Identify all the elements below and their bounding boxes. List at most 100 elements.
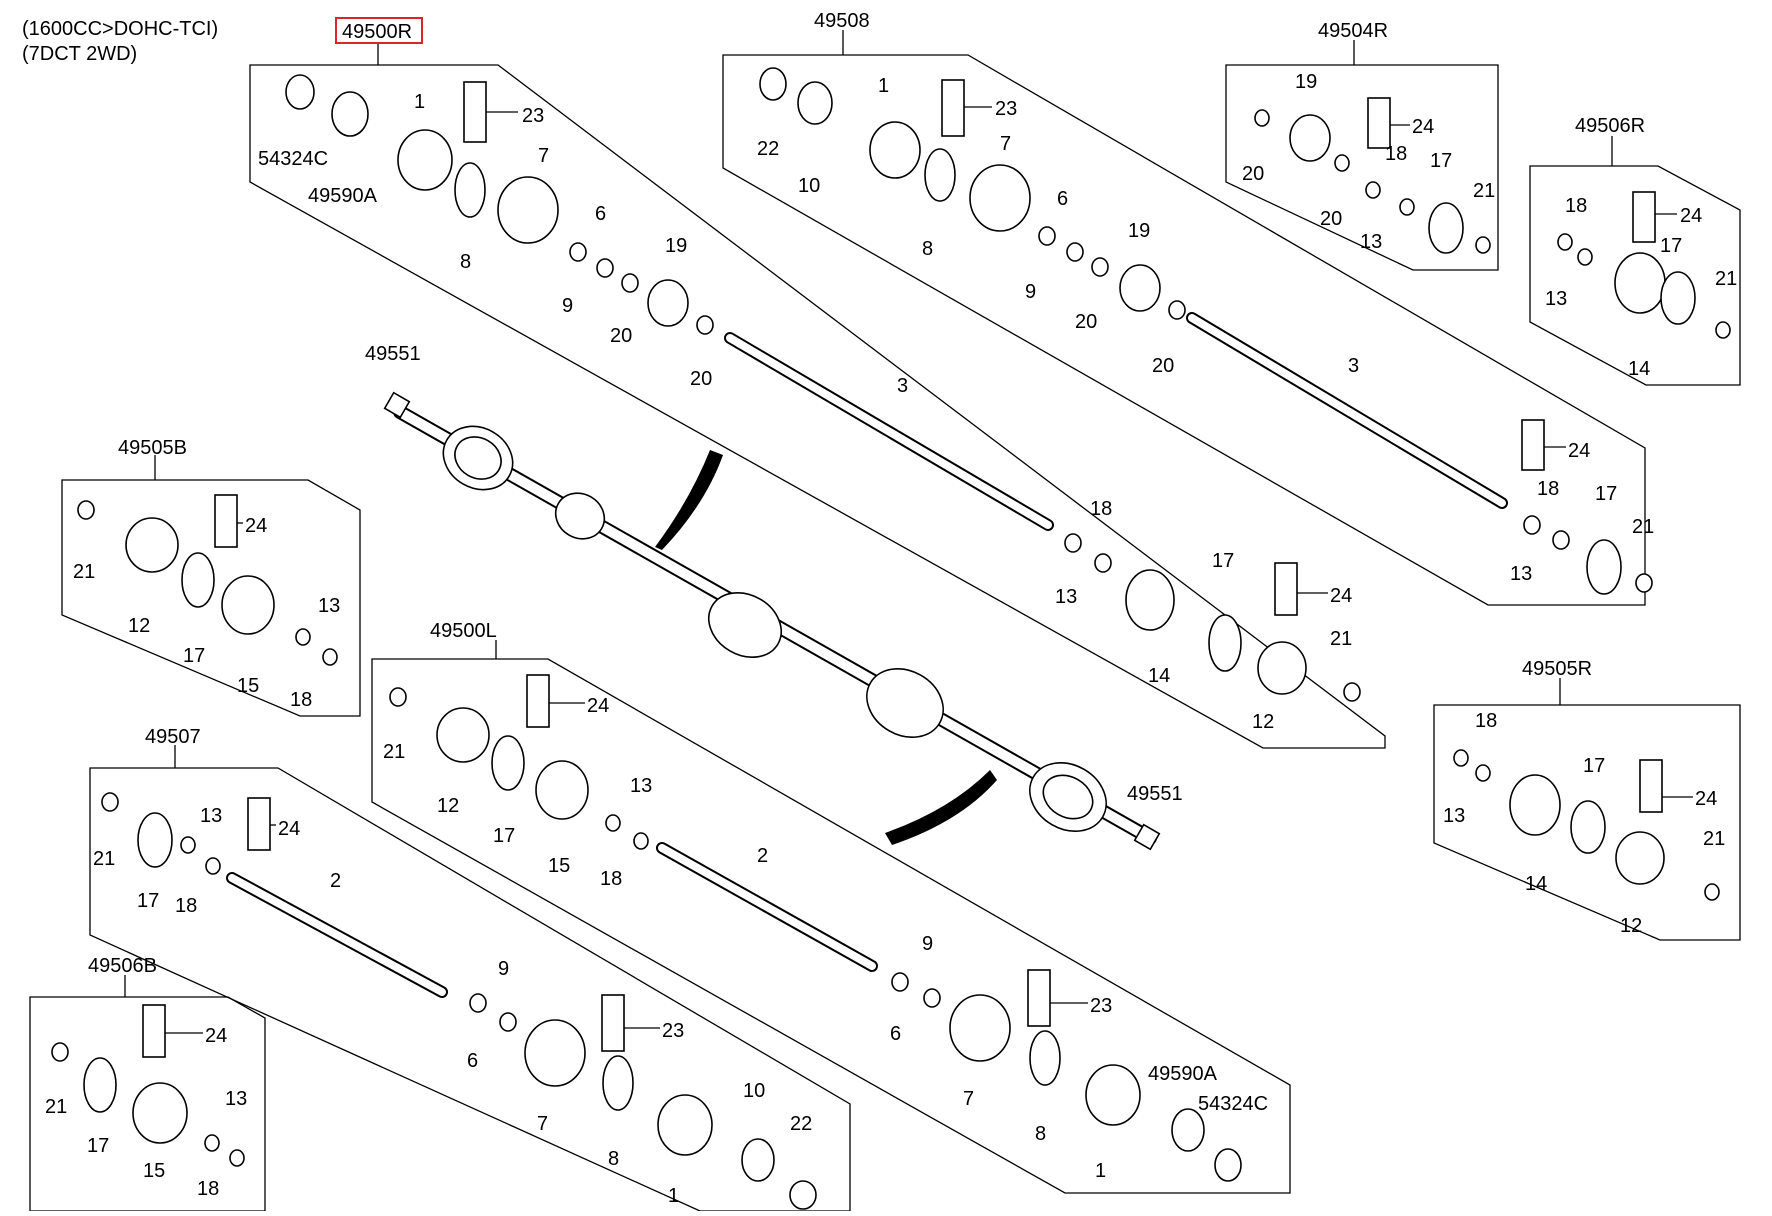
part-22-07[interactable]: 22 [790, 1113, 812, 1135]
part-10-07[interactable]: 10 [743, 1080, 765, 1102]
assembly-49506R[interactable]: 49506R [1575, 115, 1645, 137]
part-9-07[interactable]: 9 [498, 958, 509, 980]
assembly-49504R[interactable]: 49504R [1318, 20, 1388, 42]
part-3-r[interactable]: 3 [897, 375, 908, 397]
assembly-49507[interactable]: 49507 [145, 726, 201, 748]
part-2-07[interactable]: 2 [330, 870, 341, 892]
part-12-05B[interactable]: 12 [128, 615, 150, 637]
part-21-07[interactable]: 21 [93, 848, 115, 870]
part-13-06B[interactable]: 13 [225, 1088, 247, 1110]
part-18-05R[interactable]: 18 [1475, 710, 1497, 732]
part-17-06R[interactable]: 17 [1660, 235, 1682, 257]
assembly-49506B[interactable]: 49506B [88, 955, 157, 977]
part-14-06R[interactable]: 14 [1628, 358, 1650, 380]
part-14-05R[interactable]: 14 [1525, 873, 1547, 895]
part-8-07[interactable]: 8 [608, 1148, 619, 1170]
part-3-08[interactable]: 3 [1348, 355, 1359, 377]
part-13-06R[interactable]: 13 [1545, 288, 1567, 310]
part-18-08[interactable]: 18 [1537, 478, 1559, 500]
part-8-08[interactable]: 8 [922, 238, 933, 260]
part-24-07[interactable]: 24 [278, 818, 300, 840]
part-12-L[interactable]: 12 [437, 795, 459, 817]
part-2-L[interactable]: 2 [757, 845, 768, 867]
part-20b-08[interactable]: 20 [1152, 355, 1174, 377]
part-20b-r[interactable]: 20 [690, 368, 712, 390]
part-13-r[interactable]: 13 [1055, 586, 1077, 608]
part-18-06B[interactable]: 18 [197, 1178, 219, 1200]
part-24-L[interactable]: 24 [587, 695, 609, 717]
part-8-r[interactable]: 8 [460, 251, 471, 273]
part-20a-08[interactable]: 20 [1075, 311, 1097, 333]
part-1-L[interactable]: 1 [1095, 1160, 1106, 1182]
part-49590A-r[interactable]: 49590A [308, 185, 378, 207]
part-21-05R[interactable]: 21 [1703, 828, 1725, 850]
part-23-08[interactable]: 23 [995, 98, 1017, 120]
part-17-04[interactable]: 17 [1430, 150, 1452, 172]
assembly-49500L[interactable]: 49500L [430, 620, 497, 642]
part-18-06R[interactable]: 18 [1565, 195, 1587, 217]
part-1-r[interactable]: 1 [414, 91, 425, 113]
part-19-r[interactable]: 19 [665, 235, 687, 257]
part-49551-top[interactable]: 49551 [365, 343, 421, 365]
part-9-L[interactable]: 9 [922, 933, 933, 955]
part-15-06B[interactable]: 15 [143, 1160, 165, 1182]
part-21-04[interactable]: 21 [1473, 180, 1495, 202]
part-24-05B[interactable]: 24 [245, 515, 267, 537]
part-22-08[interactable]: 22 [757, 138, 779, 160]
part-12-05R[interactable]: 12 [1620, 915, 1642, 937]
part-17-r[interactable]: 17 [1212, 550, 1234, 572]
part-7-r[interactable]: 7 [538, 145, 549, 167]
part-21-06R[interactable]: 21 [1715, 268, 1737, 290]
part-18-07[interactable]: 18 [175, 895, 197, 917]
part-9-08[interactable]: 9 [1025, 281, 1036, 303]
part-21-05B[interactable]: 21 [73, 561, 95, 583]
part-17-08[interactable]: 17 [1595, 483, 1617, 505]
part-17-05B[interactable]: 17 [183, 645, 205, 667]
part-7-L[interactable]: 7 [963, 1088, 974, 1110]
part-6-r[interactable]: 6 [595, 203, 606, 225]
part-13-07[interactable]: 13 [200, 805, 222, 827]
part-19-08[interactable]: 19 [1128, 220, 1150, 242]
part-13-05B[interactable]: 13 [318, 595, 340, 617]
part-13-04[interactable]: 13 [1360, 231, 1382, 253]
assembly-49508[interactable]: 49508 [814, 10, 870, 32]
part-23-L[interactable]: 23 [1090, 995, 1112, 1017]
part-1-07[interactable]: 1 [668, 1185, 679, 1207]
part-17-06B[interactable]: 17 [87, 1135, 109, 1157]
part-18-L[interactable]: 18 [600, 868, 622, 890]
part-12-r[interactable]: 12 [1252, 711, 1274, 733]
part-15-L[interactable]: 15 [548, 855, 570, 877]
part-20b-04[interactable]: 20 [1320, 208, 1342, 230]
part-17-L[interactable]: 17 [493, 825, 515, 847]
part-24-08[interactable]: 24 [1568, 440, 1590, 462]
part-21-r[interactable]: 21 [1330, 628, 1352, 650]
part-17-07[interactable]: 17 [137, 890, 159, 912]
part-7-08[interactable]: 7 [1000, 133, 1011, 155]
part-24-r[interactable]: 24 [1330, 585, 1352, 607]
part-14-r[interactable]: 14 [1148, 665, 1170, 687]
part-10-08[interactable]: 10 [798, 175, 820, 197]
part-21-06B[interactable]: 21 [45, 1096, 67, 1118]
part-18-r[interactable]: 18 [1090, 498, 1112, 520]
part-9-r[interactable]: 9 [562, 295, 573, 317]
part-23-07[interactable]: 23 [662, 1020, 684, 1042]
part-19-04[interactable]: 19 [1295, 71, 1317, 93]
part-6-08[interactable]: 6 [1057, 188, 1068, 210]
assembly-49505R[interactable]: 49505R [1522, 658, 1592, 680]
part-20a-r[interactable]: 20 [610, 325, 632, 347]
part-15-05B[interactable]: 15 [237, 675, 259, 697]
part-1-08[interactable]: 1 [878, 75, 889, 97]
part-21-L[interactable]: 21 [383, 741, 405, 763]
part-18-04[interactable]: 18 [1385, 143, 1407, 165]
part-13-05R[interactable]: 13 [1443, 805, 1465, 827]
part-24-05R[interactable]: 24 [1695, 788, 1717, 810]
part-8-L[interactable]: 8 [1035, 1123, 1046, 1145]
part-24-06R[interactable]: 24 [1680, 205, 1702, 227]
part-13-L[interactable]: 13 [630, 775, 652, 797]
part-21-08[interactable]: 21 [1632, 516, 1654, 538]
part-20a-04[interactable]: 20 [1242, 163, 1264, 185]
part-17-05R[interactable]: 17 [1583, 755, 1605, 777]
part-7-07[interactable]: 7 [537, 1113, 548, 1135]
part-6-07[interactable]: 6 [467, 1050, 478, 1072]
part-18-05B[interactable]: 18 [290, 689, 312, 711]
